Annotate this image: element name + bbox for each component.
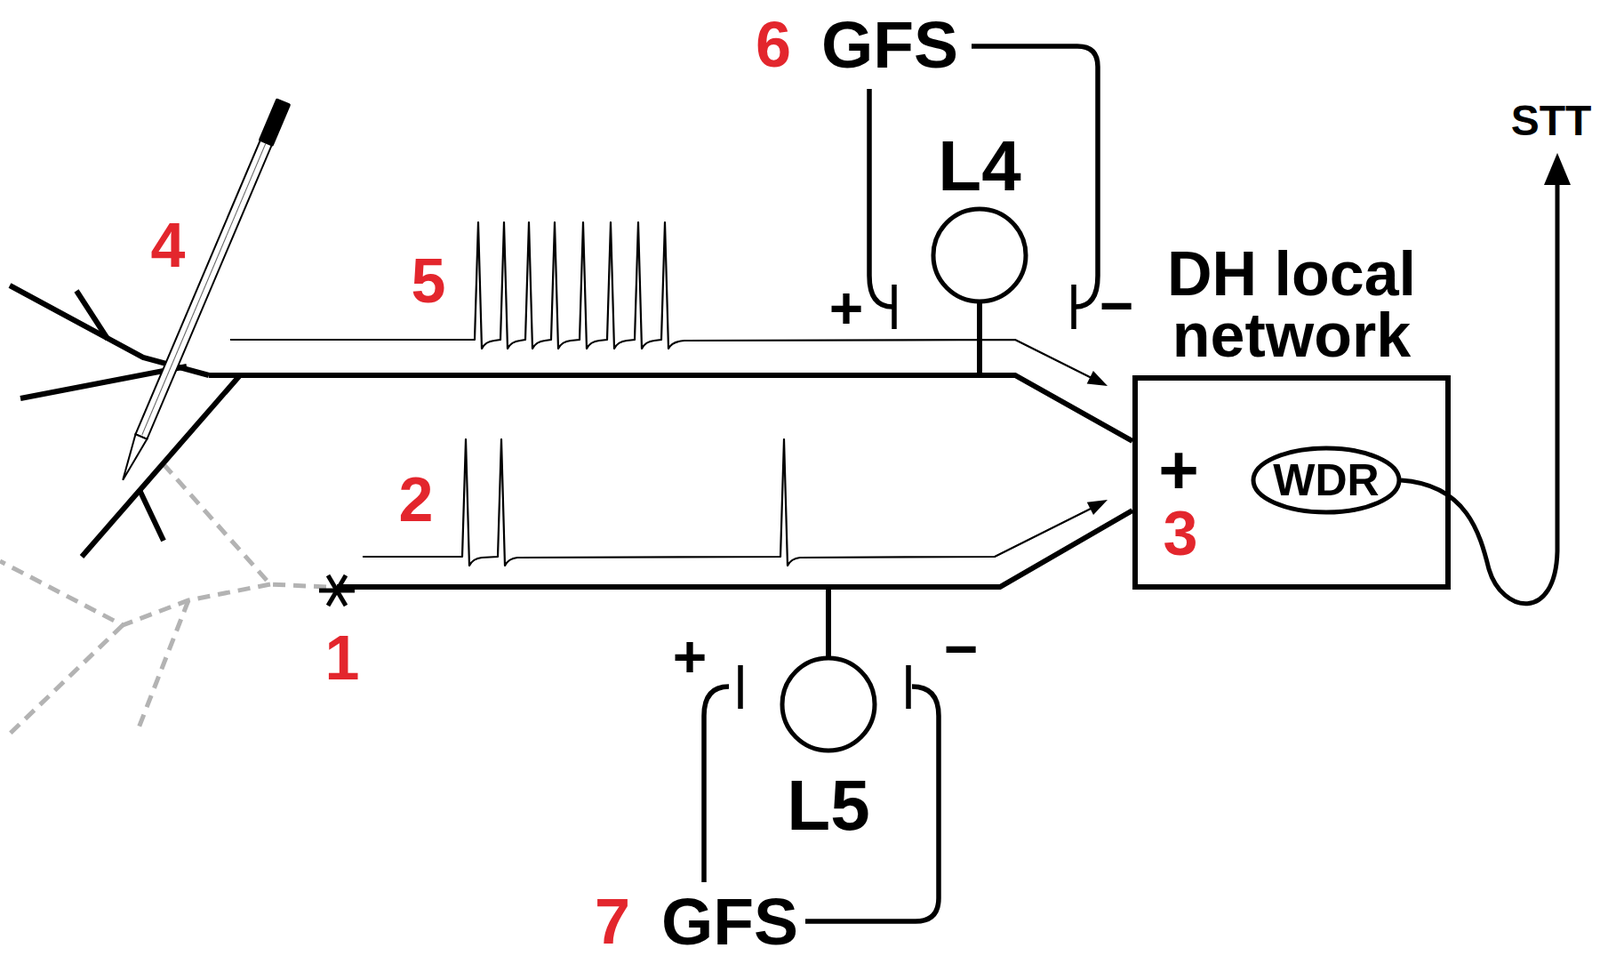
callout-number: 5 (411, 249, 447, 312)
electrode-body (135, 139, 272, 440)
callout-number: 7 (594, 888, 631, 953)
branch-line (139, 489, 164, 541)
spike-trace (362, 439, 1098, 566)
circle-outline (933, 208, 1026, 302)
inhibitory-sign: − (1099, 275, 1135, 335)
tract-label: STT (1511, 99, 1592, 143)
star-stroke (328, 575, 346, 606)
gfs-projections (704, 46, 1098, 921)
projection-line (704, 686, 729, 882)
node-text: WDR (1250, 445, 1402, 515)
callout-number: 6 (755, 12, 792, 77)
node-text: L4 (881, 126, 1078, 207)
circle-outline (782, 657, 875, 751)
callout-number: 4 (151, 214, 186, 277)
circle-outline (779, 655, 878, 753)
excitatory-sign: + (1158, 434, 1200, 504)
projection-line (869, 88, 893, 307)
arrow-head (1544, 152, 1571, 185)
inhibitory-sign: − (944, 618, 979, 678)
interneuron-circle: L5 (730, 655, 927, 846)
dashed-branch (8, 624, 123, 736)
star-stroke (328, 575, 346, 606)
dashed-branch (137, 600, 189, 730)
interneuron-circle: L4 (881, 126, 1078, 304)
synapse-bar (737, 664, 744, 709)
fiber-branches (9, 285, 240, 557)
electrode-core (142, 144, 266, 436)
injured-fiber (0, 464, 327, 736)
injury-star (319, 575, 355, 606)
synapse-bar (1071, 284, 1077, 329)
source-label: GFS (821, 11, 959, 79)
excitatory-sign: + (829, 278, 864, 337)
axon-line (208, 375, 1133, 441)
callout-number: 1 (325, 626, 360, 689)
synapse-bar (905, 664, 912, 709)
electrode-tip (117, 433, 148, 482)
circle-outline (930, 206, 1029, 304)
stem-line (825, 586, 832, 656)
electrode (115, 97, 291, 483)
node-text: DH local network (1132, 243, 1451, 367)
wdr-ellipse: WDR (1250, 445, 1402, 515)
dashed-branch (0, 560, 271, 625)
axons (208, 302, 1133, 656)
tract-line (1400, 177, 1558, 604)
excitatory-sign: + (672, 626, 708, 686)
arrow-head (1087, 370, 1108, 386)
dashed-branch (163, 464, 327, 587)
callout-number: 3 (1163, 502, 1199, 565)
arrow-head (1087, 499, 1108, 515)
branch-line (76, 290, 108, 339)
node-text: L5 (730, 765, 927, 846)
source-label: GFS (661, 888, 799, 955)
stem-line (976, 302, 983, 376)
callout-number: 2 (399, 468, 434, 531)
synapse-bar (891, 284, 897, 329)
axon-line (336, 510, 1133, 587)
electrode-cap (258, 97, 292, 147)
